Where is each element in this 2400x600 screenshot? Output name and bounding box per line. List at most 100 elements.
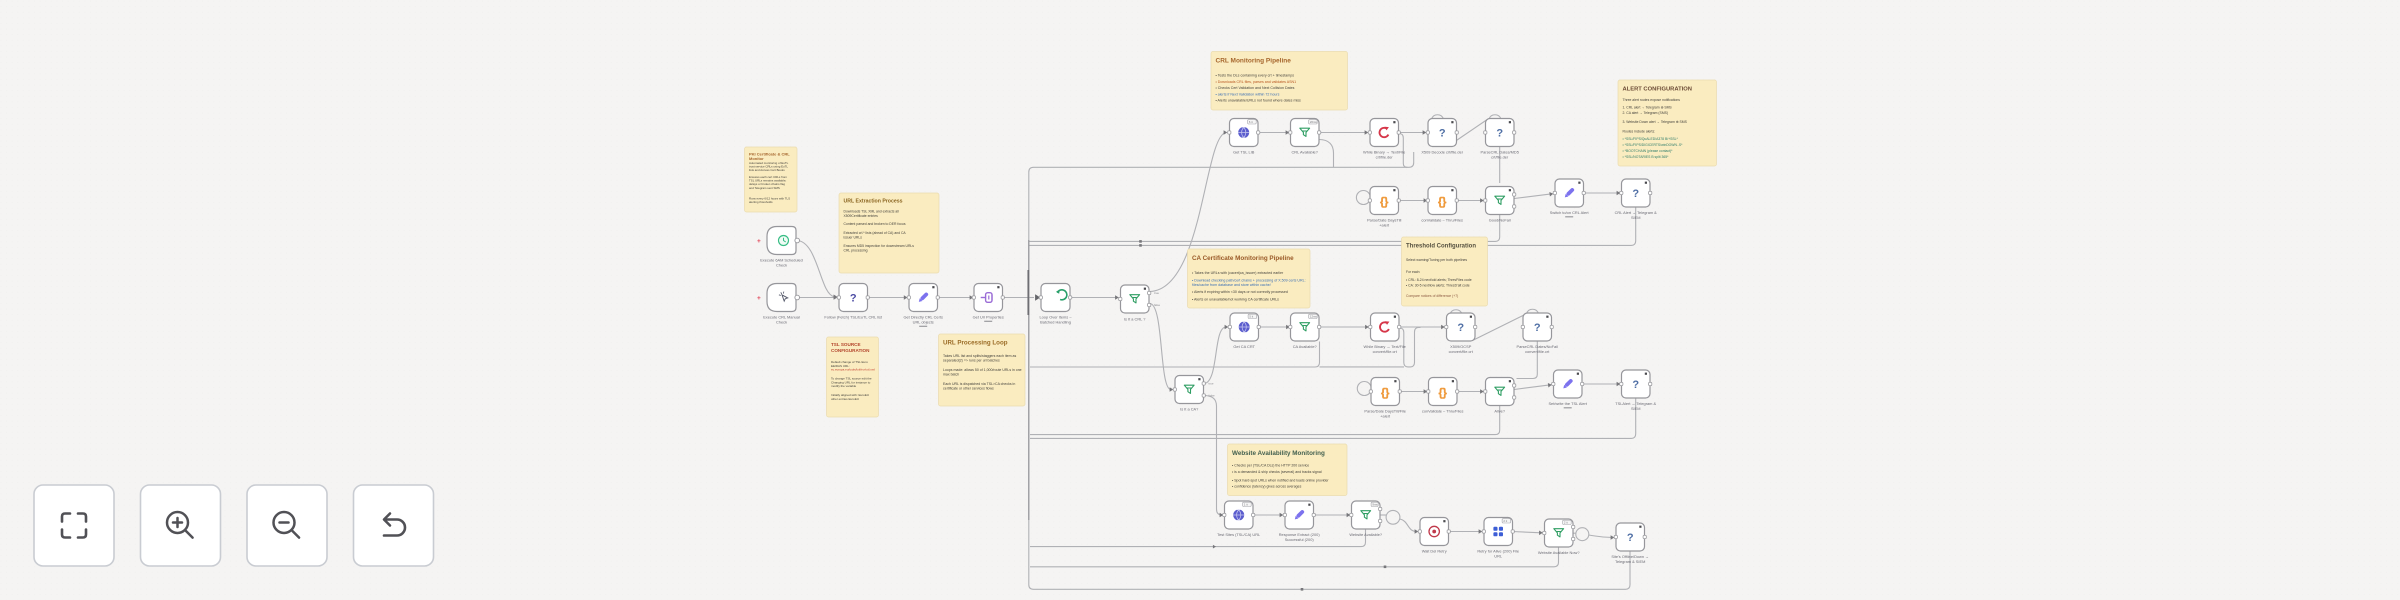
svg-text:{}: {} [1380,196,1389,208]
svg-text:convert/file.crt: convert/file.crt [1449,349,1474,354]
svg-text:Wait Del Retry: Wait Del Retry [1422,549,1447,554]
svg-text:Telegram & SIEM: Telegram & SIEM [1615,559,1645,564]
svg-text:TSL URLs remains available;: TSL URLs remains available; [749,179,787,183]
svg-text:conValidate – Thru/Files: conValidate – Thru/Files [1422,409,1464,414]
svg-text:Loop Over Items –: Loop Over Items – [1039,315,1072,320]
svg-text:Monitor: Monitor [749,156,764,161]
svg-text:• Spot hard-spot URLs when no: • Spot hard-spot URLs when notified and … [1232,479,1329,483]
svg-text:Good/NoFail: Good/NoFail [1489,218,1511,223]
svg-text:Default change of TSL Euro: Default change of TSL Euro [831,360,868,364]
svg-text:Site's Offline/Down →: Site's Offline/Down → [1611,554,1649,559]
svg-text:6 it: 6 it [1249,120,1253,124]
svg-text:12ms: 12ms [1310,315,1317,319]
svg-text:TSLAlert → Telegram &: TSLAlert → Telegram & [1615,401,1656,406]
svg-text:Ensures MD5 inspection for dow: Ensures MD5 inspection for downstream UR… [844,244,915,248]
svg-text:convert/file.crt: convert/file.crt [1525,349,1550,354]
svg-text:SIEM: SIEM [1631,406,1641,411]
svg-text:trust service CRLs using EuTL: trust service CRLs using EuTL [749,165,788,169]
svg-text:Ensures each cert CRLs from: Ensures each cert CRLs from [749,175,788,179]
svg-text:Initially aligned with: EuroEU: Initially aligned with: EuroEU [831,393,869,397]
svg-text:URL Extraction Process: URL Extraction Process [844,199,903,205]
svg-text:CA Certificate Monitoring Pipe: CA Certificate Monitoring Pipeline [1192,255,1294,262]
svg-text:Batched Handling: Batched Handling [1040,320,1071,325]
svg-text:issuer URLs: issuer URLs [844,235,863,239]
svg-text:Parse/Date DaysTill: Parse/Date DaysTill [1367,218,1401,223]
svg-text:Get CA CRT: Get CA CRT [1233,344,1255,349]
svg-text:• *SSL/FIPS/DIGICERTS/winDOWN: • *SSL/FIPS/DIGICERTS/winDOWN..S* [1623,143,1684,147]
svg-text:Check: Check [776,263,787,268]
svg-text:• CRL: 8-24 next/old alerts;: • CRL: 8-24 next/old alerts; ThresFiles … [1406,278,1472,282]
svg-text:• Checks Cert Validation and: • Checks Cert Validation and Next Collis… [1216,86,1295,90]
svg-text:conValidate – Thru/Files: conValidate – Thru/Files [1421,218,1463,223]
svg-text:ParseCRL Dates/MD5: ParseCRL Dates/MD5 [1481,150,1519,155]
svg-text:Is It a CA?: Is It a CA? [1180,407,1199,412]
svg-text:and Telegram sent SMS: and Telegram sent SMS [749,186,780,190]
svg-text:Switch to/on CRL Alert: Switch to/on CRL Alert [1550,210,1590,215]
svg-text:TSL SOURCE: TSL SOURCE [831,342,861,347]
svg-text:alerting thresholds: alerting thresholds [749,200,773,204]
svg-text:Changing URL for instance to: Changing URL for instance to [831,380,871,384]
svg-text:Website Available Now?: Website Available Now? [1538,550,1580,555]
svg-text:CONFIGURATION: CONFIGURATION [831,348,870,353]
svg-text:For each:: For each: [1406,270,1420,274]
svg-text:• confidence (latency) gives: • confidence (latency) gives across aver… [1232,485,1302,489]
svg-text:delays or broken chains flag: delays or broken chains flag [749,182,785,186]
svg-text:Website Availability Monitorin: Website Availability Monitoring [1232,450,1325,457]
svg-text:• alerts if Next Validation w: • alerts if Next Validation within 72 ho… [1216,92,1280,96]
svg-text:false: false [1209,394,1215,398]
svg-text:URL: URL [1494,554,1503,559]
svg-text:Set/write the TSL Alert: Set/write the TSL Alert [1548,401,1587,406]
svg-text:Follow (Fetch) TSL/EuTL CRL li: Follow (Fetch) TSL/EuTL CRL list [824,315,883,320]
svg-text:• Tests the DLs containing ev: • Tests the DLs containing every crt + t… [1216,74,1295,78]
svg-text:Retry for Alive (200) File: Retry for Alive (200) File [1477,549,1519,554]
svg-text:Website Available?: Website Available? [1349,532,1383,537]
svg-text:Get TSL LIB: Get TSL LIB [1233,150,1255,155]
svg-text:PKI Certificate & CRL: PKI Certificate & CRL [749,152,790,157]
svg-text:Compare notices of difference: Compare notices of difference (+7) [1406,294,1458,298]
svg-text:X509/OCSP: X509/OCSP [1450,344,1472,349]
svg-text:?: ? [1632,379,1639,391]
svg-text:?: ? [1534,322,1541,334]
svg-text:other entries EuroEU: other entries EuroEU [831,397,859,401]
svg-text:• Alerts if expiring within <: • Alerts if expiring within <30 days or … [1192,290,1288,294]
svg-text:separated(2) => runs per url b: separated(2) => runs per url batches [943,358,1000,362]
svg-text:2 it: 2 it [1564,521,1568,525]
svg-text:lists and Access Cert Books: lists and Access Cert Books [749,168,785,172]
svg-text:• is a demanded & ship checks: • is a demanded & ship checks (several) … [1232,470,1322,474]
svg-text:5 it: 5 it [1249,315,1253,319]
svg-text:{}: {} [1438,387,1447,399]
svg-text:• Alerts unavailable/URLs not: • Alerts unavailable/URLs not found wher… [1216,99,1302,103]
svg-text:Runs every 6/12 hours with TLS: Runs every 6/12 hours with TLS [749,197,790,201]
svg-text:+: + [757,238,761,245]
svg-text:?: ? [850,293,857,305]
svg-text:Extracted crl.* lists (ahead o: Extracted crl.* lists (ahead of CA) and … [844,231,907,235]
svg-text:Execute CRL Manual: Execute CRL Manual [763,315,800,320]
svg-text:files/cache from database and: files/cache from database and store with… [1192,283,1271,287]
svg-text:?: ? [1632,188,1639,200]
svg-text:CRL Monitoring Pipeline: CRL Monitoring Pipeline [1216,58,1292,65]
svg-text:To change TSL source edit the: To change TSL source edit the [831,377,872,381]
svg-text:{}: {} [1381,387,1390,399]
svg-text:Three alert routes expose noti: Three alert routes expose notifications [1623,98,1681,102]
svg-text:• *BOOTCHAIN (please contact): • *BOOTCHAIN (please contact)* [1623,149,1674,153]
svg-text:3. Website Down alert → Telegr: 3. Website Down alert → Telegram ⊕ SMS [1623,120,1688,124]
svg-text:CRL processing: CRL processing [844,248,868,252]
svg-text:• Takes the URLs with (cacert: • Takes the URLs with (cacert|ca_issuer)… [1192,271,1284,275]
svg-text:max batch: max batch [943,372,959,376]
svg-text:X509 Decode crt/file.der: X509 Decode crt/file.der [1421,150,1463,155]
svg-text:false: false [1154,303,1160,307]
svg-text:SIEM: SIEM [1631,215,1641,220]
svg-text:?: ? [1496,128,1503,140]
svg-text:X509Certificate entries: X509Certificate entries [844,214,879,218]
svg-text:convert/file.crt: convert/file.crt [1373,349,1398,354]
svg-text:2 it: 2 it [1503,519,1507,523]
svg-text:Get Url Properties: Get Url Properties [973,315,1004,320]
svg-text:• CA: 30-5 next/low alerts; T: • CA: 30-5 next/low alerts; ThresD'alt c… [1406,284,1470,288]
svg-text:ALERT CONFIGURATION: ALERT CONFIGURATION [1623,86,1692,92]
svg-text:• Alerts on unavailable/not w: • Alerts on unavailable/not working CA c… [1192,297,1279,301]
svg-text:true: true [1209,382,1214,386]
svg-text:Threshold Configuration: Threshold Configuration [1406,244,1476,250]
svg-text:1 it: 1 it [1244,503,1248,507]
svg-text:Select warning/Tuning per both: Select warning/Tuning per both pipelines [1406,258,1467,262]
svg-text:• Download checking path/cert: • Download checking path/cert chains + p… [1192,279,1306,283]
